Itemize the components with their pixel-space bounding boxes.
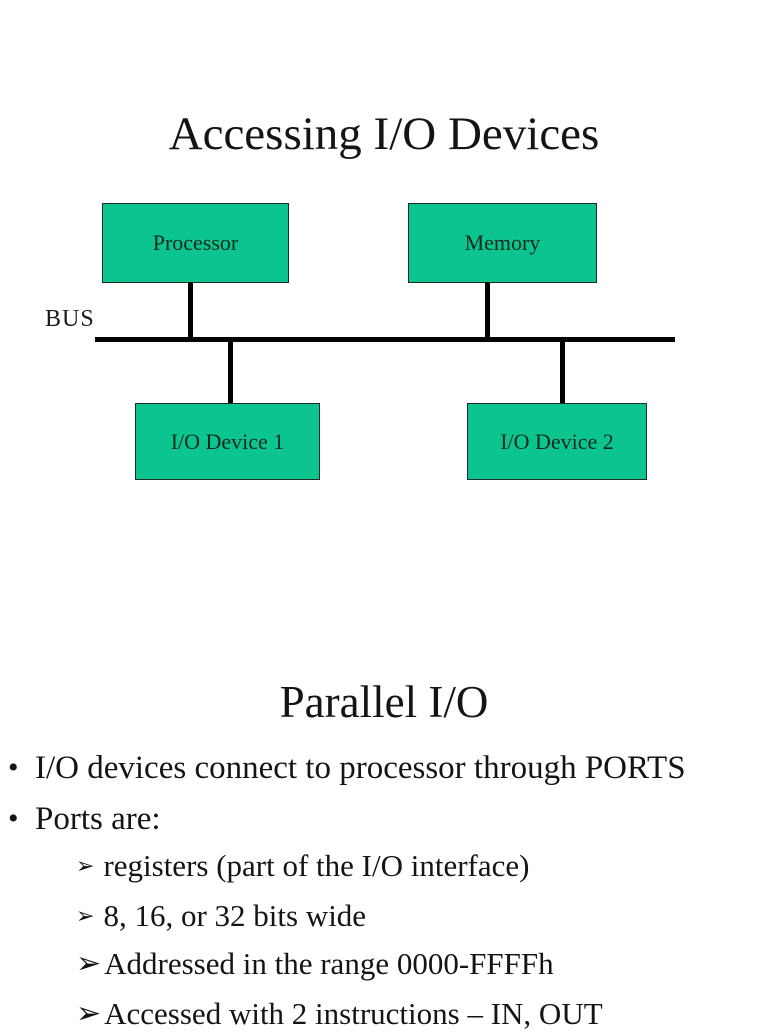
sub-bullet-item: ➢ Accessed with 2 instructions – IN, OUT (76, 994, 766, 1034)
bus-to-io-device-1-connector-line (228, 341, 233, 404)
arrow-bullet-icon: ➢ (76, 904, 95, 929)
arrow-bullet-icon: ➢ (76, 854, 95, 879)
io-device-1-box-label: I/O Device 1 (170, 428, 285, 454)
memory-box-label: Memory (464, 230, 541, 255)
memory-to-bus-connector-line (485, 282, 490, 338)
sub-bullet-item: ➢ Addressed in the range 0000-FFFFh (76, 944, 766, 984)
bus-line (95, 337, 675, 342)
sub-bullet-item: ➢ registers (part of the I/O interface) (76, 846, 766, 887)
bus-label: BUS (45, 306, 95, 332)
io-device-1-box: I/O Device 1 (135, 403, 320, 480)
slide1-title: Accessing I/O Devices (168, 108, 600, 161)
slide2-title: Parallel I/O (279, 677, 489, 728)
bullet-dot-icon: • (8, 802, 19, 835)
sub-bullet-text: 8, 16, or 32 bits wide (103, 898, 367, 933)
bullet-dot-icon: • (8, 751, 19, 784)
sub-bullet-text: Accessed with 2 instructions – IN, OUT (104, 996, 603, 1031)
bullet-text: I/O devices connect to processor through… (35, 750, 686, 786)
bullet-item: • Ports are: (0, 799, 760, 839)
io-device-2-box: I/O Device 2 (467, 403, 647, 480)
processor-box-label: Processor (152, 230, 239, 255)
arrow-bullet-icon: ➢ (76, 996, 102, 1031)
sub-bullet-text: Addressed in the range 0000-FFFFh (104, 946, 554, 981)
memory-box: Memory (408, 203, 597, 283)
bullet-text: Ports are: (35, 801, 161, 837)
processor-to-bus-connector-line (188, 282, 193, 338)
io-device-2-box-label: I/O Device 2 (500, 428, 614, 454)
processor-box: Processor (102, 203, 289, 283)
arrow-bullet-icon: ➢ (76, 946, 102, 981)
sub-bullet-text: registers (part of the I/O interface) (103, 848, 530, 883)
bus-to-io-device-2-connector-line (560, 341, 565, 404)
bullet-item: • I/O devices connect to processor throu… (0, 748, 760, 788)
sub-bullet-item: ➢ 8, 16, or 32 bits wide (76, 896, 766, 937)
